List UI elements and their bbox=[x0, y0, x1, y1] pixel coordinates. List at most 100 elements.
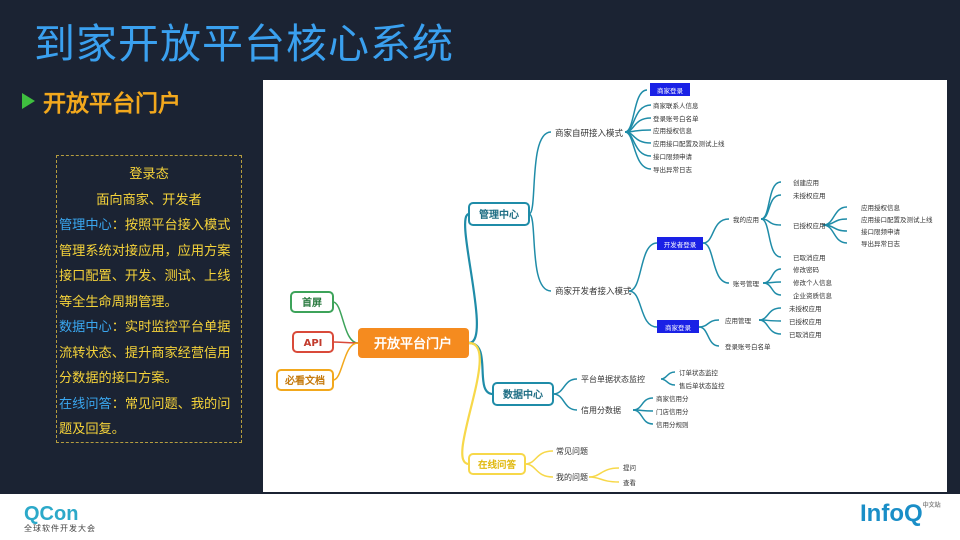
node-home-box[interactable] bbox=[290, 291, 334, 313]
edge-mgmt-dev bbox=[528, 213, 552, 292]
my-apps: 我的应用 bbox=[733, 215, 759, 224]
monitor-label: 平台单据状态监控 bbox=[581, 374, 645, 384]
qa-node: 在线问答 bbox=[478, 459, 517, 471]
note-mgmt-text: ：按照平台接入模式管理系统对接应用，应用方案接口配置、开发、测试、上线等全生命周… bbox=[59, 218, 231, 310]
footer-bar bbox=[0, 494, 960, 540]
auth-app: 已授权应用 bbox=[793, 221, 826, 230]
merchant-login2-box[interactable] bbox=[657, 320, 699, 333]
monitor-item-2: 售后单状态监控 bbox=[679, 381, 725, 390]
edge-appmgmt-items bbox=[758, 307, 782, 335]
edge-monitor-items bbox=[660, 371, 676, 386]
appmgmt-item-1: 未授权应用 bbox=[789, 304, 822, 313]
edge-myq-view bbox=[588, 476, 620, 483]
auth-item-2: 应用接口配置及测试上线 bbox=[861, 215, 933, 224]
subtitle-text: 开放平台门户 bbox=[43, 91, 181, 117]
credit-item-3: 信用分规则 bbox=[656, 420, 689, 429]
dev-login-box[interactable] bbox=[657, 237, 703, 250]
infoq-logo: InfoQ中文站 bbox=[860, 500, 941, 528]
dev-mode-label: 商家开发者接入模式 bbox=[555, 286, 632, 297]
edge-root-docs bbox=[332, 342, 359, 381]
account-mgmt: 账号管理 bbox=[733, 279, 760, 288]
edge-self-items bbox=[624, 89, 652, 170]
auth-item-1: 应用授权信息 bbox=[861, 203, 901, 212]
appmgmt-item-2: 已授权应用 bbox=[789, 317, 822, 326]
root-node-box[interactable] bbox=[358, 328, 469, 358]
note-qa-text: ：常见问题、我的问题及回复。 bbox=[59, 396, 231, 438]
self-item-3: 应用授权信息 bbox=[653, 126, 693, 135]
myq-item-2: 查看 bbox=[623, 478, 637, 487]
app-mgmt: 应用管理 bbox=[725, 316, 752, 325]
edge-root-qa bbox=[461, 341, 481, 466]
mgmt-node-box[interactable] bbox=[468, 202, 530, 226]
mgmt-node: 管理中心 bbox=[479, 208, 519, 221]
auth-item-3: 接口限频申请 bbox=[861, 227, 901, 236]
node-docs-box[interactable] bbox=[276, 369, 334, 391]
edge-root-data bbox=[468, 341, 494, 396]
edge-data-monitor bbox=[552, 378, 578, 395]
edge-account-items bbox=[762, 268, 782, 296]
edge-login-myapps bbox=[702, 218, 730, 244]
note-mgmt: 管理中心：按照平台接入模式管理系统对接应用，应用方案接口配置、开发、测试、上线等… bbox=[59, 213, 239, 315]
infoq-subtitle: 中文站 bbox=[922, 503, 941, 509]
root-node: 开放平台门户 bbox=[374, 336, 452, 352]
note-line2: 面向商家、开发者 bbox=[96, 192, 202, 208]
self-item-6: 导出异常日志 bbox=[653, 165, 693, 174]
dev-login: 开发者登录 bbox=[664, 240, 697, 249]
triangle-bullet-icon bbox=[22, 93, 35, 109]
self-item-1: 商家联系人信息 bbox=[653, 101, 699, 110]
note-qa: 在线问答：常见问题、我的问题及回复。 bbox=[59, 392, 239, 443]
slide-subtitle: 开放平台门户 bbox=[22, 84, 181, 118]
merchant-login: 商家登录 bbox=[657, 86, 684, 95]
self-item-5: 接口限频申请 bbox=[653, 152, 693, 161]
edge-myapps-items bbox=[760, 181, 782, 258]
note-line1: 登录态 bbox=[129, 167, 169, 182]
edge-dev-merchant bbox=[628, 290, 658, 328]
myq-item-1: 提问 bbox=[623, 463, 636, 472]
data-node: 数据中心 bbox=[503, 388, 543, 401]
edge-qa-myq bbox=[524, 463, 554, 478]
edge-merchant-appmgmt bbox=[698, 319, 720, 328]
node-api-box[interactable] bbox=[292, 331, 334, 353]
merchant-login-box[interactable] bbox=[650, 83, 690, 96]
note-qa-title: 在线问答 bbox=[59, 396, 112, 412]
edge-auth-items bbox=[822, 206, 848, 244]
qcon-logo: QCon 全球软件开发大会 bbox=[24, 503, 96, 534]
monitor-item-1: 订单状态监控 bbox=[679, 368, 719, 377]
whitelist: 登录账号白名单 bbox=[725, 342, 771, 351]
edge-mgmt-self bbox=[528, 131, 552, 215]
self-mode-label: 商家自研接入模式 bbox=[555, 128, 624, 139]
credit-item-2: 门店信用分 bbox=[656, 407, 689, 416]
edge-root-home bbox=[332, 301, 359, 344]
appmgmt-item-3: 已取消应用 bbox=[789, 330, 822, 339]
edge-credit-items bbox=[632, 397, 654, 425]
data-node-box[interactable] bbox=[492, 382, 554, 406]
mindmap-svg: 首屏 API 必看文档 开放平台门户 管理中心 商家自研接入模式 商家登录 商家… bbox=[276, 83, 933, 487]
unauth-app: 未授权应用 bbox=[793, 191, 826, 200]
credit-item-1: 商家信用分 bbox=[656, 394, 689, 403]
edge-dev-login bbox=[628, 242, 658, 292]
note-data-text: ：实时监控平台单据流转状态、提升商家经营信用分数据的接口方案。 bbox=[59, 320, 231, 386]
node-docs: 必看文档 bbox=[284, 374, 325, 387]
infoq-title: InfoQ bbox=[860, 500, 923, 527]
slide-title: 到家开放平台核心系统 bbox=[34, 20, 454, 68]
merchant-login2: 商家登录 bbox=[665, 323, 692, 332]
qa-node-box[interactable] bbox=[468, 453, 526, 475]
create-app: 创建应用 bbox=[793, 178, 819, 187]
self-item-2: 登录账号白名单 bbox=[653, 114, 699, 123]
edge-login-account bbox=[702, 242, 730, 284]
note-data: 数据中心：实时监控平台单据流转状态、提升商家经营信用分数据的接口方案。 bbox=[59, 315, 239, 392]
mindmap-panel: 首屏 API 必看文档 开放平台门户 管理中心 商家自研接入模式 商家登录 商家… bbox=[263, 80, 947, 492]
auth-item-4: 导出异常日志 bbox=[861, 239, 901, 248]
account-item-3: 企业资质信息 bbox=[793, 291, 833, 300]
qcon-title: QCon bbox=[24, 503, 79, 525]
note-mgmt-title: 管理中心 bbox=[59, 218, 112, 233]
node-home: 首屏 bbox=[302, 296, 322, 309]
edge-merchant-whitelist bbox=[698, 326, 720, 347]
account-item-2: 修改个人信息 bbox=[793, 278, 833, 287]
credit-label: 信用分数据 bbox=[581, 405, 621, 415]
edge-data-credit bbox=[552, 393, 578, 411]
account-item-1: 修改密码 bbox=[793, 265, 820, 274]
cancelled-app: 已取消应用 bbox=[793, 253, 826, 262]
qcon-subtitle: 全球软件开发大会 bbox=[24, 524, 96, 533]
